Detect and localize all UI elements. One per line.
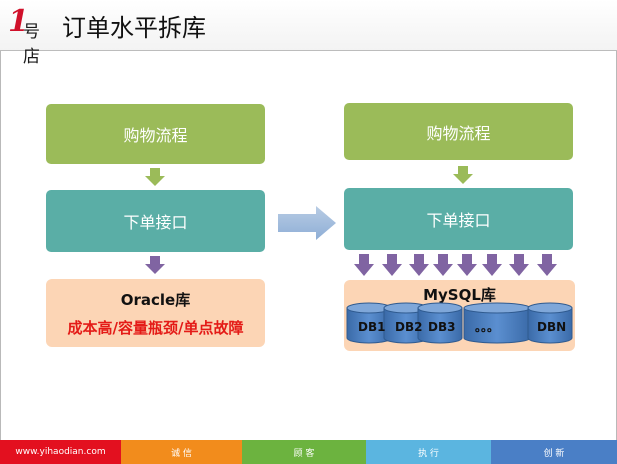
db2-label: DB2 — [395, 320, 422, 334]
slide-header: 1 号店 订单水平拆库 — [0, 0, 617, 67]
arrow-down-icon — [482, 254, 502, 276]
footer-customer-label: 顾 客 — [293, 448, 315, 459]
left-shopping-process-label: 购物流程 — [123, 126, 188, 145]
left-order-api-box: 下单接口 — [46, 190, 265, 252]
arrow-down-icon — [453, 166, 473, 184]
left-shopping-process-box: 购物流程 — [46, 104, 265, 164]
oracle-db-label: Oracle库 — [120, 291, 191, 309]
footer-segment-innovation: 创 新 — [491, 440, 617, 464]
right-order-api-box: 下单接口 — [344, 188, 573, 250]
footer-segment-execution: 执 行 — [366, 440, 491, 464]
db-cylinder-dbn — [527, 302, 573, 344]
db-cylinder-db1 — [346, 302, 392, 344]
arrow-down-icon — [145, 168, 165, 186]
arrow-down-icon — [382, 254, 402, 276]
right-shopping-process-box: 购物流程 — [344, 103, 573, 160]
dbn-label: DBN — [537, 320, 566, 334]
oracle-db-panel: Oracle库 成本高/容量瓶颈/单点故障 — [46, 279, 265, 347]
fanout-arrows — [354, 254, 557, 276]
arrow-down-icon — [354, 254, 374, 276]
footer-bar: www.yihaodian.com 诚 信 顾 客 执 行 创 新 — [0, 440, 617, 464]
footer-website-label: www.yihaodian.com — [15, 447, 106, 457]
arrow-down-icon — [537, 254, 557, 276]
db-ellipsis-label: 。。。 — [475, 320, 499, 334]
right-shopping-process-label: 购物流程 — [426, 123, 491, 143]
footer-segment-website: www.yihaodian.com — [0, 440, 121, 464]
left-order-api-label: 下单接口 — [123, 213, 188, 232]
footer-segment-integrity: 诚 信 — [121, 440, 242, 464]
oracle-problems-label: 成本高/容量瓶颈/单点故障 — [67, 319, 244, 337]
mysql-db-label: MySQL库 — [423, 286, 496, 304]
footer-integrity-label: 诚 信 — [171, 448, 192, 459]
footer-execution-label: 执 行 — [418, 448, 439, 459]
right-order-api-label: 下单接口 — [426, 211, 491, 230]
arrow-down-icon — [457, 254, 477, 276]
arrow-down-icon — [145, 256, 165, 274]
db-cylinder-db3 — [417, 302, 463, 344]
db3-label: DB3 — [428, 320, 455, 334]
arrow-down-icon — [409, 254, 429, 276]
arrow-down-icon — [509, 254, 529, 276]
footer-innovation-label: 创 新 — [543, 448, 565, 459]
page-title: 订单水平拆库 — [62, 14, 206, 42]
arrow-right-icon — [278, 206, 336, 240]
db-cylinder-db2 — [383, 302, 429, 344]
db-cylinders: DB1 DB2 DB3 。。。 DBN — [346, 302, 573, 344]
footer-segment-customer: 顾 客 — [242, 440, 366, 464]
db1-label: DB1 — [358, 320, 385, 334]
arrow-down-icon — [433, 254, 453, 276]
yihaodian-logo: 1 号店 — [8, 4, 40, 67]
db-cylinder-ellipsis — [463, 302, 531, 344]
